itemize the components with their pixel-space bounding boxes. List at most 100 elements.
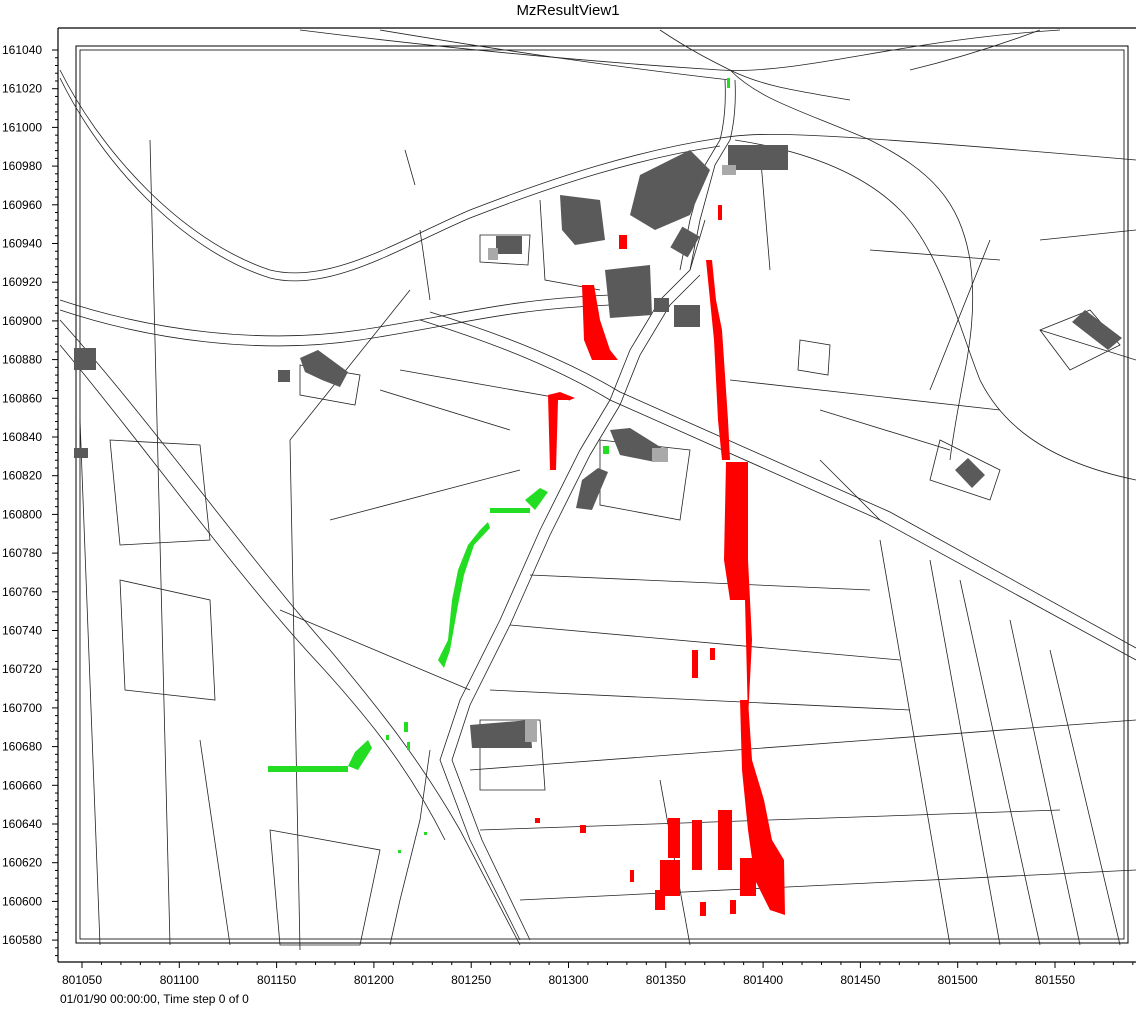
building: [670, 226, 700, 258]
building: [955, 458, 985, 488]
y-tick-label: 160760: [2, 585, 42, 599]
x-tick-label: 801350: [646, 973, 686, 987]
y-tick-label: 160640: [2, 817, 42, 831]
green-flood-patch: [404, 722, 408, 732]
green-flood-patch: [407, 742, 410, 750]
red-flood-patch: [668, 818, 680, 858]
y-tick-label: 160860: [2, 391, 42, 405]
y-tick-label: 161000: [2, 120, 42, 134]
model-boundary-inner: [79, 49, 1125, 940]
red-flood-patch: [740, 700, 785, 915]
red-flood-patch: [630, 870, 634, 882]
red-flood-patch: [655, 890, 665, 910]
building: [278, 370, 290, 382]
building: [610, 428, 662, 462]
red-flood-patch: [582, 285, 618, 360]
green-flood-patch: [525, 488, 548, 510]
buildings-light-layer: [488, 165, 736, 742]
y-tick-label: 160900: [2, 314, 42, 328]
red-flood-patch: [692, 650, 698, 678]
buildings-layer: [74, 145, 1122, 748]
building: [560, 195, 605, 245]
y-tick-label: 160600: [2, 894, 42, 908]
y-tick-label: 160780: [2, 546, 42, 560]
red-flood-patch: [700, 902, 706, 916]
green-flood-patch: [490, 508, 530, 513]
axis-labels: 161040 161020 161000 160980 160960 160940 1609…: [2, 43, 1075, 987]
building-annex: [525, 720, 537, 742]
y-tick-label: 160660: [2, 778, 42, 792]
red-flood-patch: [535, 818, 540, 823]
x-tick-label: 801400: [743, 973, 783, 987]
y-tick-label: 160620: [2, 856, 42, 870]
red-result-layer: [535, 205, 785, 916]
building: [1072, 310, 1122, 350]
green-flood-patch: [348, 740, 372, 770]
window-title: MzResultView1: [516, 2, 620, 19]
y-tick-label: 160580: [2, 933, 42, 947]
status-bar-text: 01/01/90 00:00:00, Time step 0 of 0: [60, 992, 249, 1006]
axis-ticks: [52, 49, 1134, 968]
y-tick-label: 160940: [2, 237, 42, 251]
red-flood-patch: [718, 810, 732, 870]
y-tick-label: 160680: [2, 740, 42, 754]
model-boundary: [75, 45, 1129, 944]
x-tick-label: 801550: [1035, 973, 1075, 987]
green-flood-patch: [438, 522, 490, 668]
building: [300, 350, 348, 387]
red-flood-patch: [692, 820, 702, 870]
building: [605, 265, 652, 318]
green-result-layer: [268, 78, 730, 853]
red-flood-patch: [706, 260, 730, 460]
red-flood-patch: [740, 858, 756, 896]
x-tick-label: 801200: [354, 973, 394, 987]
building: [654, 298, 669, 312]
red-flood-patch: [730, 900, 736, 914]
building-annex: [488, 248, 498, 260]
red-flood-patch: [724, 462, 752, 720]
green-flood-patch: [424, 832, 427, 835]
y-tick-label: 160960: [2, 198, 42, 212]
y-tick-label: 160840: [2, 430, 42, 444]
y-tick-label: 160820: [2, 469, 42, 483]
y-tick-label: 160980: [2, 159, 42, 173]
y-tick-label: 161020: [2, 82, 42, 96]
green-flood-patch: [268, 766, 348, 772]
x-tick-label: 801300: [548, 973, 588, 987]
y-tick-label: 160740: [2, 624, 42, 638]
red-flood-patch: [548, 392, 575, 470]
x-tick-label: 801100: [160, 973, 199, 987]
y-tick-label: 160700: [2, 701, 42, 715]
red-flood-patch: [619, 235, 627, 249]
red-flood-patch: [718, 205, 722, 220]
building: [496, 236, 522, 254]
x-tick-label: 801150: [257, 973, 296, 987]
red-flood-patch: [660, 860, 680, 896]
building: [728, 145, 788, 170]
x-tick-label: 801050: [62, 973, 102, 987]
y-tick-label: 160920: [2, 275, 42, 289]
y-tick-label: 160880: [2, 353, 42, 367]
green-flood-patch: [386, 735, 389, 740]
building: [576, 468, 608, 510]
green-flood-patch: [398, 850, 401, 853]
y-tick-label: 160800: [2, 507, 42, 521]
building: [674, 305, 700, 327]
y-tick-label: 161040: [2, 43, 42, 57]
building-annex: [722, 165, 736, 175]
parcel-lines: [59, 29, 1136, 951]
y-tick-label: 160720: [2, 662, 42, 676]
x-tick-label: 801500: [938, 973, 978, 987]
building: [470, 720, 532, 748]
building: [630, 150, 710, 230]
building: [74, 348, 96, 370]
x-tick-label: 801250: [451, 973, 491, 987]
red-flood-patch: [710, 648, 715, 660]
building-annex: [652, 448, 668, 462]
red-flood-patch: [580, 825, 586, 833]
building: [74, 448, 88, 458]
green-flood-patch: [603, 446, 609, 454]
green-flood-patch: [727, 78, 730, 88]
x-tick-label: 801450: [840, 973, 880, 987]
